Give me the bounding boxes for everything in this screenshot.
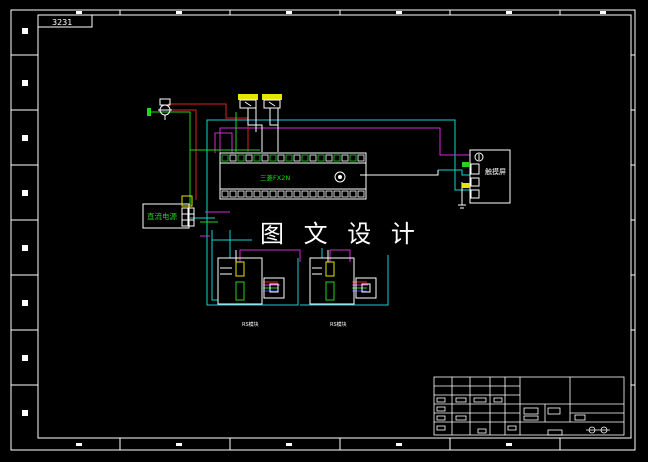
plc-terminal bbox=[301, 154, 309, 162]
plc-terminal bbox=[325, 190, 333, 198]
plc-terminal bbox=[349, 154, 357, 162]
sensor-symbol bbox=[147, 98, 172, 120]
plc-terminal bbox=[285, 190, 293, 198]
plc-terminal bbox=[277, 190, 285, 198]
plc-input-terminals bbox=[221, 154, 365, 162]
watermark-text: 图 文 设 计 bbox=[260, 220, 421, 248]
plc-terminal bbox=[301, 190, 309, 198]
plc-terminal bbox=[309, 190, 317, 198]
corner-code-box: 3231 bbox=[37, 14, 93, 28]
plc-terminal bbox=[325, 154, 333, 162]
plc-terminal bbox=[253, 154, 261, 162]
plc-terminal bbox=[293, 154, 301, 162]
plc-terminal bbox=[333, 190, 341, 198]
top-connectors bbox=[238, 94, 282, 109]
title-block bbox=[433, 376, 625, 436]
plc-terminal bbox=[317, 190, 325, 198]
svg-text:3231: 3231 bbox=[52, 18, 72, 27]
plc-terminal bbox=[261, 190, 269, 198]
plc-terminal bbox=[317, 154, 325, 162]
plc-terminal bbox=[341, 154, 349, 162]
plc-output-terminals bbox=[221, 190, 365, 198]
plc-terminal bbox=[229, 154, 237, 162]
plc-terminal bbox=[285, 154, 293, 162]
plc-unit: 三菱FX2N bbox=[219, 152, 367, 200]
plc-terminal bbox=[237, 154, 245, 162]
plc-terminal bbox=[333, 154, 341, 162]
plc-terminal bbox=[253, 190, 261, 198]
plc-run-indicator bbox=[334, 171, 346, 183]
plc-terminal bbox=[221, 190, 229, 198]
plc-terminal bbox=[229, 190, 237, 198]
module-a-label: RS模块 bbox=[242, 321, 259, 328]
plc-model-label: 三菱FX2N bbox=[260, 173, 290, 182]
plc-terminal bbox=[357, 154, 365, 162]
plc-terminal bbox=[245, 190, 253, 198]
wiring-white bbox=[235, 108, 466, 262]
plc-terminal bbox=[293, 190, 301, 198]
plc-terminal bbox=[269, 154, 277, 162]
module-b-label: RS模块 bbox=[330, 321, 347, 328]
power-supply-label: 直流电源 bbox=[147, 211, 177, 221]
wiring-cyan bbox=[190, 119, 472, 306]
rs-module-a: RS模块 bbox=[217, 257, 285, 328]
plc-terminal bbox=[245, 154, 253, 162]
watermark-backdrop bbox=[252, 218, 402, 248]
touch-screen: 触摸屏 bbox=[462, 149, 511, 204]
title-block-cells bbox=[436, 397, 610, 436]
wiring-red bbox=[168, 103, 367, 283]
plc-terminal bbox=[357, 190, 365, 198]
plc-terminal bbox=[349, 190, 357, 198]
plc-terminal bbox=[269, 190, 277, 198]
plc-terminal bbox=[261, 154, 269, 162]
zone-markers bbox=[22, 11, 606, 446]
rs-module-b: RS模块 bbox=[309, 257, 377, 328]
plc-terminal bbox=[277, 154, 285, 162]
plc-terminal bbox=[341, 190, 349, 198]
plc-terminal bbox=[237, 190, 245, 198]
plc-terminal bbox=[221, 154, 229, 162]
plc-terminal bbox=[309, 154, 317, 162]
touch-screen-label: 触摸屏 bbox=[485, 167, 506, 176]
drawing-frame bbox=[10, 9, 636, 451]
wiring-magenta bbox=[200, 127, 470, 286]
power-supply: 直流电源 bbox=[142, 195, 195, 229]
